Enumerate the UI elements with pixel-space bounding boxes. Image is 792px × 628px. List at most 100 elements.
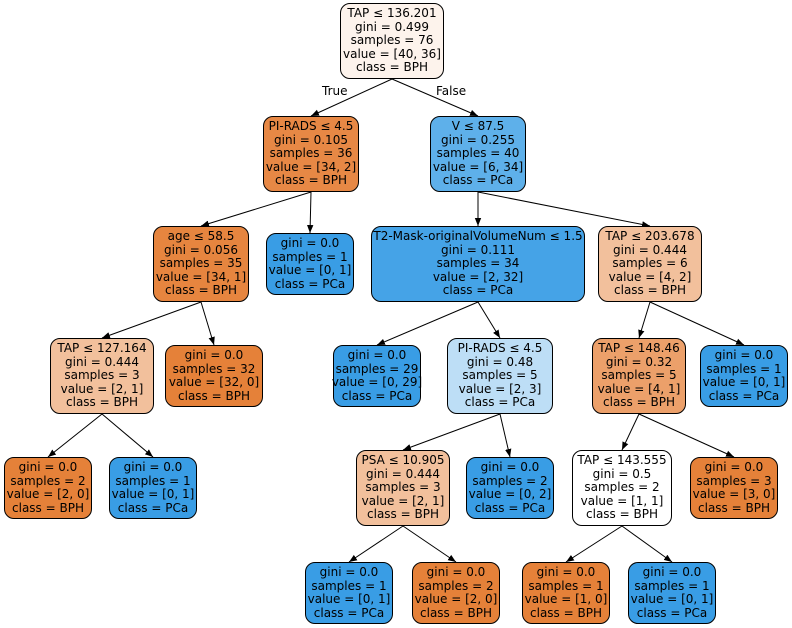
node-line: gini = 0.48 xyxy=(466,354,534,369)
node-line: gini = 0.105 xyxy=(274,132,348,147)
node-line: value = [34, 2] xyxy=(265,159,357,174)
node-line: gini = 0.0 xyxy=(280,236,340,250)
edge-n17-n21 xyxy=(565,525,623,563)
node-line: samples = 2 xyxy=(10,473,86,488)
node-line: class = PCa xyxy=(464,395,536,410)
edge-n0-n2 xyxy=(391,78,479,117)
node-line: value = [40, 36] xyxy=(343,46,441,61)
node-line: samples = 6 xyxy=(612,256,688,271)
node-line: class = BPH xyxy=(367,507,439,522)
node-line: class = PCa xyxy=(117,500,189,515)
node-line: gini = 0.0 xyxy=(536,565,596,579)
node-line: TAP ≤ 148.46 xyxy=(598,341,680,356)
node-line: value = [2, 1] xyxy=(361,493,445,508)
node-line: samples = 35 xyxy=(159,256,243,271)
node-line: value = [1, 1] xyxy=(580,493,664,508)
node-line: class = BPH xyxy=(698,500,770,515)
node-line: value = [0, 1] xyxy=(630,592,714,606)
node-line: value = [3, 0] xyxy=(692,487,776,501)
edge-n6-n11 xyxy=(638,301,651,339)
node-line: value = [0, 2] xyxy=(468,487,552,501)
node-line: class = BPH xyxy=(178,388,250,403)
node-line: class = PCa xyxy=(708,388,780,403)
node-line: value = [2, 1] xyxy=(60,381,144,396)
node-line: value = [0, 1] xyxy=(702,375,786,389)
node-line: T2-Mask-originalVolumeNum ≤ 1.5 xyxy=(373,229,583,244)
edge-n1-n3 xyxy=(200,191,312,227)
node-line: samples = 1 xyxy=(272,249,348,264)
node-line: value = [2, 32] xyxy=(432,269,524,284)
node-line: TAP ≤ 143.555 xyxy=(577,453,667,468)
node-line: samples = 3 xyxy=(696,473,772,488)
node-line: gini = 0.444 xyxy=(65,354,139,369)
edge-n1-n4 xyxy=(306,191,314,234)
edge-n2-n6 xyxy=(477,191,651,228)
edge-n11-n18 xyxy=(638,413,735,458)
edge-n7-n13 xyxy=(47,413,103,458)
node-line: value = [0, 1] xyxy=(268,263,352,277)
node-line: value = [34, 1] xyxy=(155,269,247,284)
node-line: gini = 0.0 xyxy=(480,460,540,474)
node-line: class = PCa xyxy=(636,605,708,620)
edge-n15-n20 xyxy=(402,525,457,563)
node-line: value = [2, 0] xyxy=(6,487,90,501)
node-line: class = BPH xyxy=(275,173,347,188)
node-line: gini = 0.056 xyxy=(164,242,238,257)
node-line: gini = 0.0 xyxy=(18,460,78,474)
node-line: gini = 0.32 xyxy=(605,354,673,369)
edge-n5-n10 xyxy=(477,301,501,339)
edge-n15-n19 xyxy=(348,525,404,563)
node-line: TAP ≤ 127.164 xyxy=(57,341,147,356)
node-line: V ≤ 87.5 xyxy=(451,119,505,134)
node-line: gini = 0.0 xyxy=(704,460,764,474)
edge-n3-n7 xyxy=(101,301,202,339)
node-line: samples = 2 xyxy=(418,578,494,593)
node-line: PI-RADS ≤ 4.5 xyxy=(457,341,543,356)
node-line: samples = 36 xyxy=(269,146,353,161)
node-line: class = PCa xyxy=(313,605,385,620)
node-line: samples = 29 xyxy=(335,361,419,376)
node-line: TAP ≤ 136.201 xyxy=(347,6,437,21)
node-line: class = BPH xyxy=(603,395,675,410)
node-line: samples = 32 xyxy=(172,361,256,376)
node-line: samples = 1 xyxy=(115,473,191,488)
edge-n6-n12 xyxy=(649,301,745,346)
node-line: samples = 1 xyxy=(311,578,387,593)
node-line: class = BPH xyxy=(614,283,686,298)
node-line: TAP ≤ 203.678 xyxy=(605,229,695,244)
node-line: age ≤ 58.5 xyxy=(167,229,235,244)
edge-n3-n8 xyxy=(200,301,215,346)
edge-n10-n15 xyxy=(402,413,501,451)
node-line: samples = 40 xyxy=(436,146,520,161)
edge-n0-n1 xyxy=(310,78,393,117)
edge-n11-n17 xyxy=(621,413,640,451)
node-line: samples = 5 xyxy=(601,368,677,383)
node-line: class = PCa xyxy=(442,283,514,298)
node-line: class = BPH xyxy=(420,605,492,620)
node-line: value = [0, 1] xyxy=(307,592,391,606)
node-line: samples = 3 xyxy=(64,368,140,383)
node-line: gini = 0.444 xyxy=(613,242,687,257)
node-line: samples = 76 xyxy=(350,33,434,48)
node-line: samples = 5 xyxy=(462,368,538,383)
node-line: value = [2, 3] xyxy=(458,381,542,396)
node-line: class = BPH xyxy=(12,500,84,515)
